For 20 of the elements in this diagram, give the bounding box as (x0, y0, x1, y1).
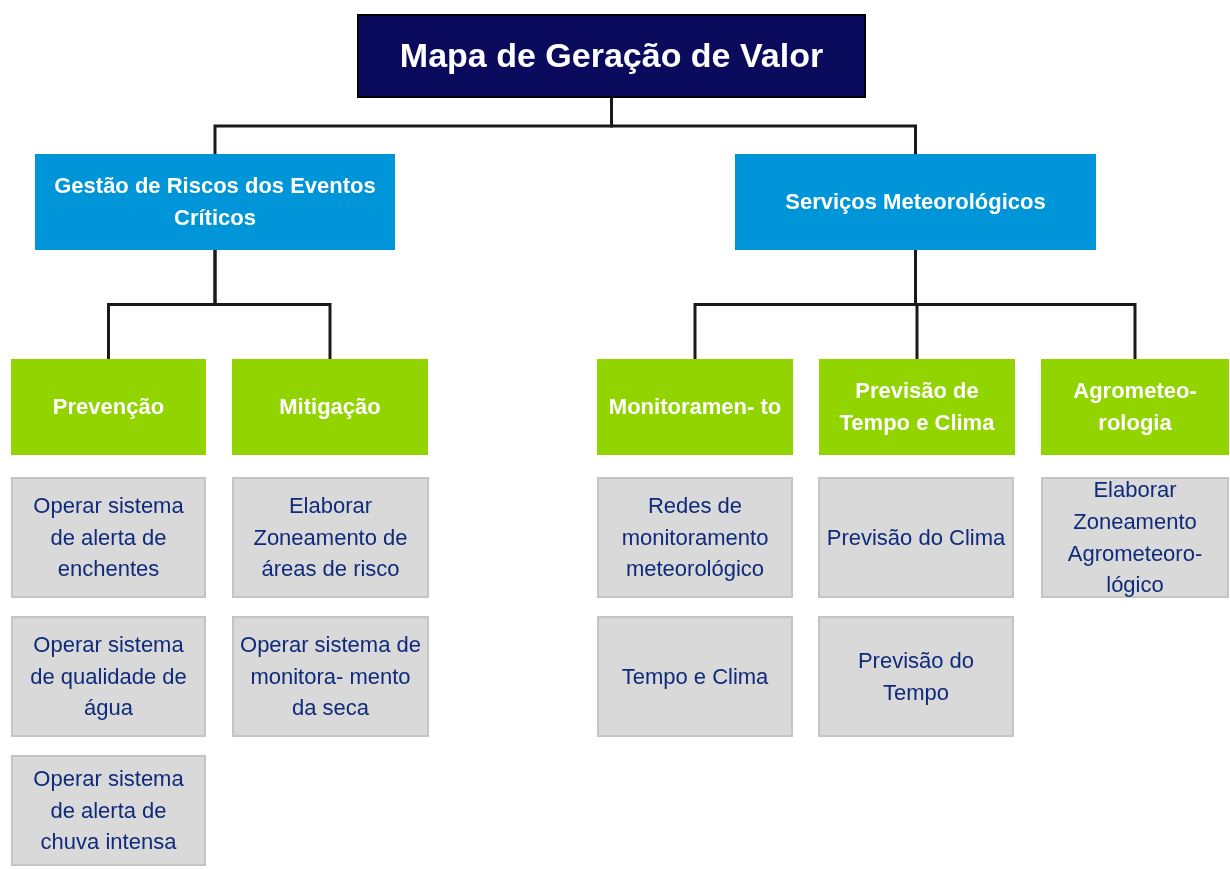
activity-box: Elaborar Zoneamento Agrometeoro- lógico (1041, 477, 1229, 598)
activity-box: Operar sistema de alerta de chuva intensa (11, 755, 206, 866)
activity-box: Operar sistema de alerta de enchentes (11, 477, 206, 598)
activity-box: Redes de monitoramento meteorológico (597, 477, 793, 598)
category-box: Gestão de Riscos dos Eventos Críticos (35, 154, 395, 250)
title-box: Mapa de Geração de Valor (357, 14, 866, 98)
connector-line (610, 98, 917, 154)
activity-box: Operar sistema de monitora- mento da seca (232, 616, 429, 737)
activity-box: Operar sistema de qualidade de água (11, 616, 206, 737)
activity-box: Previsão do Clima (818, 477, 1014, 598)
subcategory-box: Monitoramen- to (597, 359, 793, 455)
activity-box: Elaborar Zoneamento de áreas de risco (232, 477, 429, 598)
subcategory-box: Prevenção (11, 359, 206, 455)
category-box: Serviços Meteorológicos (735, 154, 1096, 250)
activity-box: Tempo e Clima (597, 616, 793, 737)
subcategory-box: Agrometeo- rologia (1041, 359, 1229, 455)
subcategory-box: Previsão de Tempo e Clima (819, 359, 1015, 455)
activity-box: Previsão do Tempo (818, 616, 1014, 737)
subcategory-box: Mitigação (232, 359, 428, 455)
connector-line (213, 250, 332, 359)
